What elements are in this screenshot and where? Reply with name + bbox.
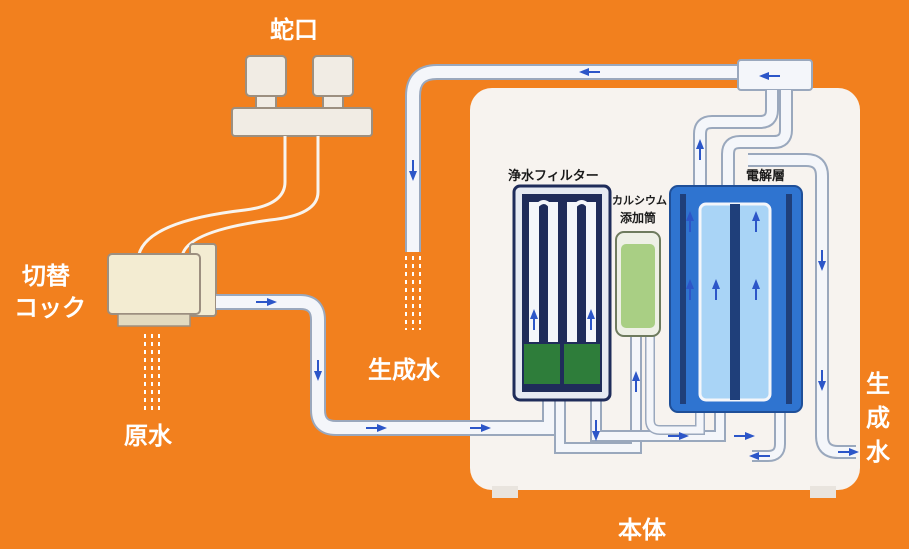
purify-filter-label: 浄水フィルター bbox=[508, 168, 599, 184]
faucet-icon bbox=[231, 55, 373, 137]
produced-water-left-label: 生成水 bbox=[368, 356, 441, 384]
switch-cock-label-line1: 切替 bbox=[22, 262, 70, 290]
produced-water-right-label-1: 生 bbox=[866, 370, 890, 398]
flow-arrows bbox=[256, 68, 859, 460]
main-body-foot-left bbox=[492, 486, 518, 498]
faucet-supply-line bbox=[136, 136, 287, 261]
main-body-foot-right bbox=[810, 486, 836, 498]
faucet-supply-line-2 bbox=[180, 136, 320, 261]
raw-water-stream bbox=[144, 334, 160, 412]
electrolysis-cell bbox=[669, 185, 803, 413]
electrolysis-cell-label: 電解層 bbox=[746, 168, 785, 184]
calcium-label-line1: カルシウム bbox=[612, 194, 667, 207]
calcium-cartridge bbox=[615, 231, 661, 337]
switch-cock-icon bbox=[107, 243, 217, 327]
calcium-label-line2: 添加筒 bbox=[620, 210, 656, 225]
produced-water-right-label-3: 水 bbox=[866, 438, 891, 466]
switch-cock-label-line2: コック bbox=[14, 294, 86, 322]
produced-water-right-label-2: 成 bbox=[866, 404, 890, 432]
produced-water-stream-left bbox=[405, 256, 421, 330]
raw-water-label: 原水 bbox=[124, 422, 173, 450]
main-body-label: 本体 bbox=[618, 516, 667, 544]
faucet-label: 蛇口 bbox=[270, 16, 318, 44]
purify-filter bbox=[512, 184, 612, 402]
